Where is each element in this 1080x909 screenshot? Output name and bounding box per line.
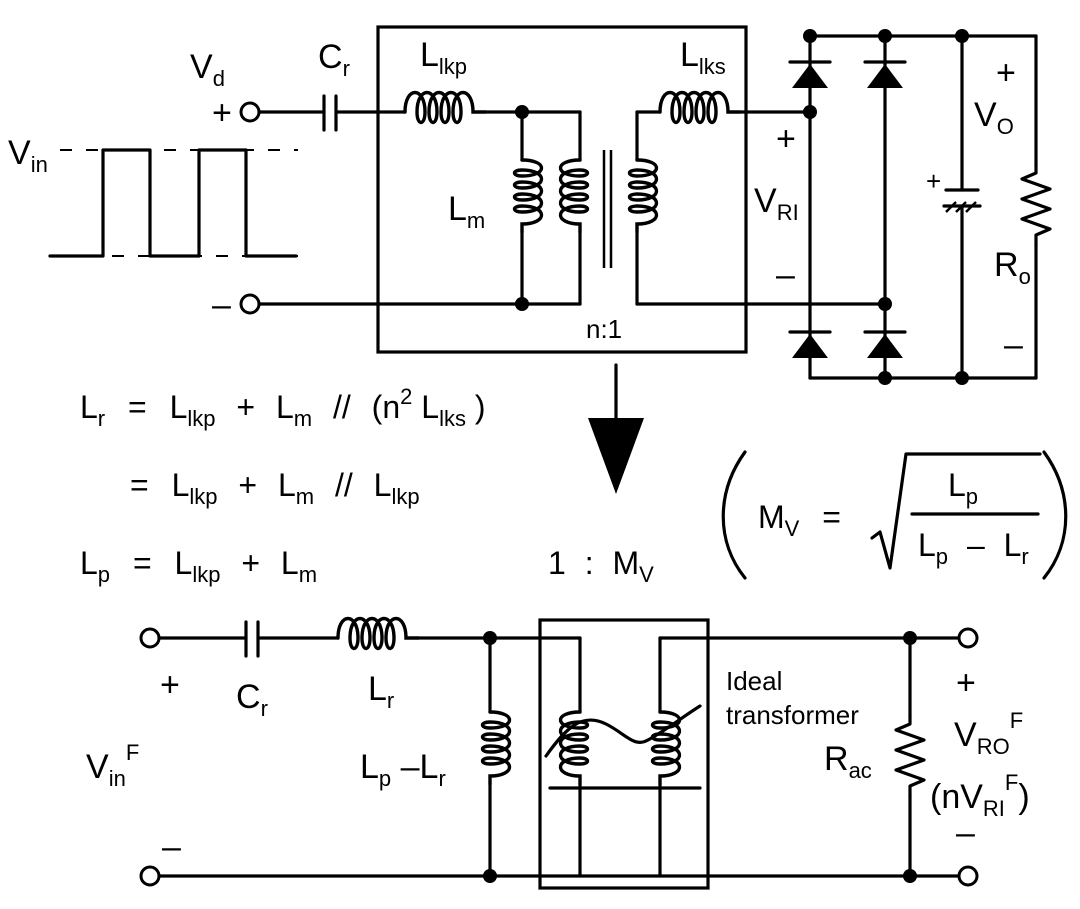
ideal-label-2: transformer [726,700,859,730]
terminal-in-minus [139,865,161,887]
vin-label: Vin [8,134,48,177]
cr-label-top: Cr [318,38,350,81]
vro-plus: + [956,664,976,702]
vd-plus: + [212,94,232,132]
transformer-box [376,25,748,354]
diode-d1 [788,60,832,90]
down-arrow [588,363,644,494]
vin-f-minus: – [162,828,181,866]
vo-label: VO [974,96,1014,139]
mv-lhs: MV = [758,499,841,543]
ideal-flux-curve [544,704,702,758]
ro-label: Ro [994,246,1031,289]
transformer-primary [558,158,590,234]
bottom-circuit: + – VinF Cr Lr Lp –Lr Ideal transformer … [86,616,1030,890]
mv-numerator: Lp [948,467,978,509]
inductor-lr [336,616,420,651]
vri-plus: + [776,120,796,158]
llks-label: Llks [680,36,726,79]
capacitor-cr-bottom [244,620,260,658]
vo-plus: + [996,54,1016,92]
vri-label: VRI [754,182,799,225]
vin-f-label: VinF [86,740,139,791]
transformer-secondary [627,158,659,234]
vd-label: Vd [190,48,225,91]
ratio-label: 1 : MV [548,545,654,587]
inductor-lp-lr [480,710,512,786]
square-wave-input [48,148,298,258]
vro-minus: – [956,814,975,852]
ideal-primary [558,710,590,786]
lm-label: Lm [448,190,485,233]
inductor-llkp [403,90,487,125]
resistor-rac [894,714,926,798]
llkp-label: Llkp [420,36,467,79]
vro-label: VROF [954,708,1023,759]
terminal-in-plus [139,627,161,649]
lp-lr-label: Lp –Lr [360,748,446,794]
lr-label: Lr [368,670,394,713]
rac-label: Rac [824,740,872,783]
terminal-minus-top [239,293,261,315]
capacitor-cr-top [322,94,338,132]
resistor-ro [1020,163,1052,247]
bridge-rectifier [788,29,969,385]
equation-lp: Lp = Llkp + Lm [80,545,317,589]
equations: Lr = Llkp + Lm // (n2 Llks ) = Llkp + Lm… [80,375,1068,589]
inductor-lm [512,158,544,234]
diode-d2 [863,60,907,90]
vd-minus: – [212,286,231,324]
equation-lr: Lr = Llkp + Lm // (n2 Llks ) [80,375,486,433]
terminal-out-minus [957,865,979,887]
cap-plus: + [926,166,941,196]
vin-f-plus: + [160,666,180,704]
mv-formula: MV = Lp Lp – Lr [721,450,1068,580]
diode-d4 [863,330,907,360]
turns-ratio: n:1 [586,314,622,344]
vri-minus: – [776,256,795,294]
equation-lr-simplified: = Llkp + Lm // Llkp [130,467,420,511]
inductor-llks [658,90,742,125]
output-capacitor [942,34,982,380]
diode-d3 [788,330,832,360]
top-circuit: Vd + – Vin Cr Llkp Llks Lm n:1 + VRI – +… [8,25,1052,385]
terminal-out-plus [957,627,979,649]
nvri-label: (nVRIF) [930,770,1030,821]
mv-denominator: Lp – Lr [918,527,1029,571]
cr-label-bottom: Cr [236,678,268,721]
ideal-transformer-box [538,618,710,890]
vo-minus: – [1004,326,1023,364]
terminal-plus-top [239,101,261,123]
ideal-label-1: Ideal [726,666,782,696]
